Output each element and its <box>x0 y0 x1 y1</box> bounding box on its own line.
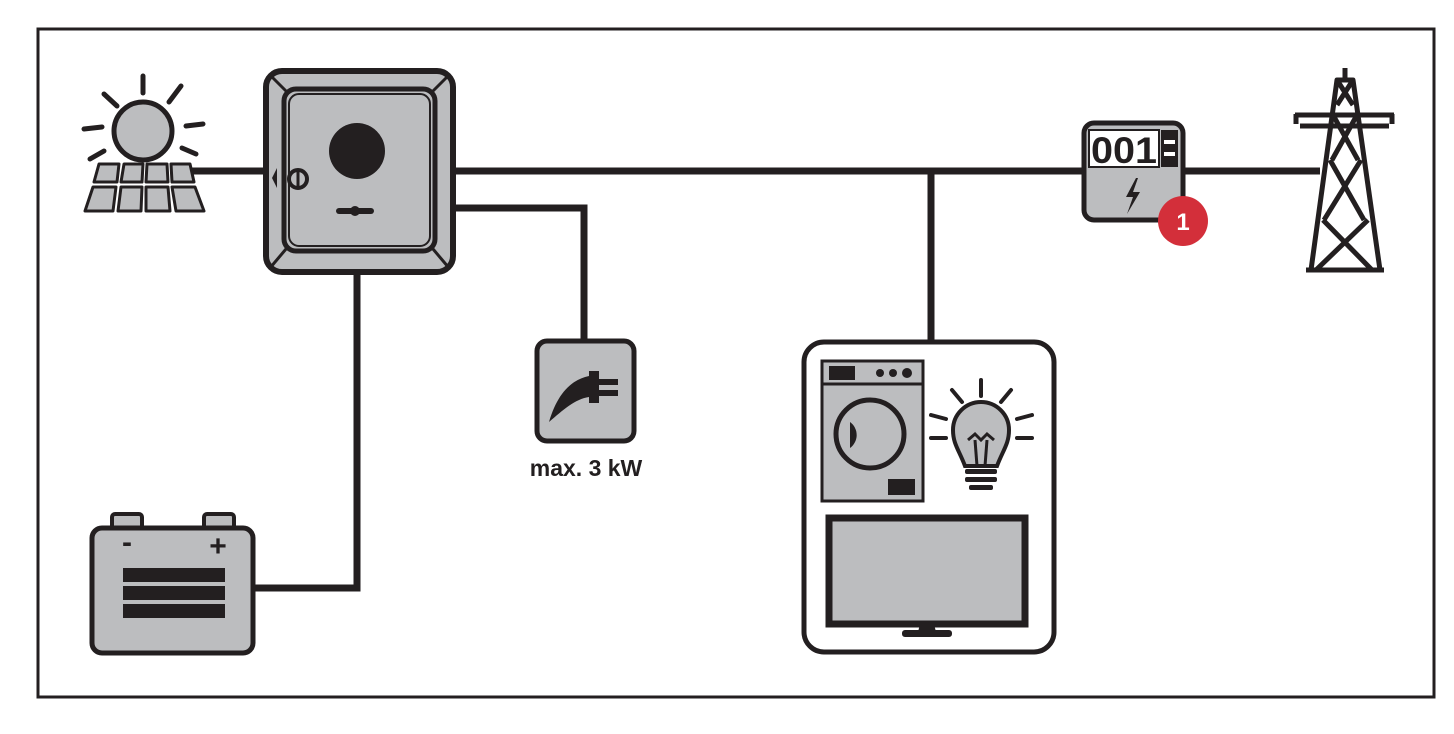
consumers-box <box>801 339 1057 655</box>
plug-icon: max. 3 kW <box>530 338 643 481</box>
washing-machine-icon <box>820 359 925 503</box>
tv-icon <box>825 514 1029 637</box>
battery-plus-label: + <box>209 530 227 563</box>
inverter-to-battery-line <box>250 272 361 592</box>
solar-panel-icon <box>81 73 206 213</box>
lightning-icon <box>1126 178 1140 214</box>
inverter-icon <box>263 68 456 275</box>
diagram-frame <box>36 27 1436 699</box>
battery-minus-label: - <box>122 526 132 559</box>
battery-icon: - + <box>89 512 256 656</box>
meter-callout-badge: 1 <box>1158 196 1208 246</box>
power-pylon-icon <box>1293 68 1395 273</box>
meter-rolling-digit <box>1161 130 1178 167</box>
light-bulb-icon <box>929 378 1034 490</box>
socket-power-label: max. 3 kW <box>530 455 643 481</box>
meter-callout-number: 1 <box>1176 209 1189 236</box>
energy-meter-icon: 001 <box>1081 120 1186 223</box>
inverter-to-socket-line <box>450 204 588 345</box>
inverter-switch <box>272 168 277 188</box>
wiring <box>180 167 1320 592</box>
inverter-display <box>329 123 385 179</box>
sun-icon <box>111 99 175 163</box>
meter-digits: 001 <box>1091 130 1157 171</box>
